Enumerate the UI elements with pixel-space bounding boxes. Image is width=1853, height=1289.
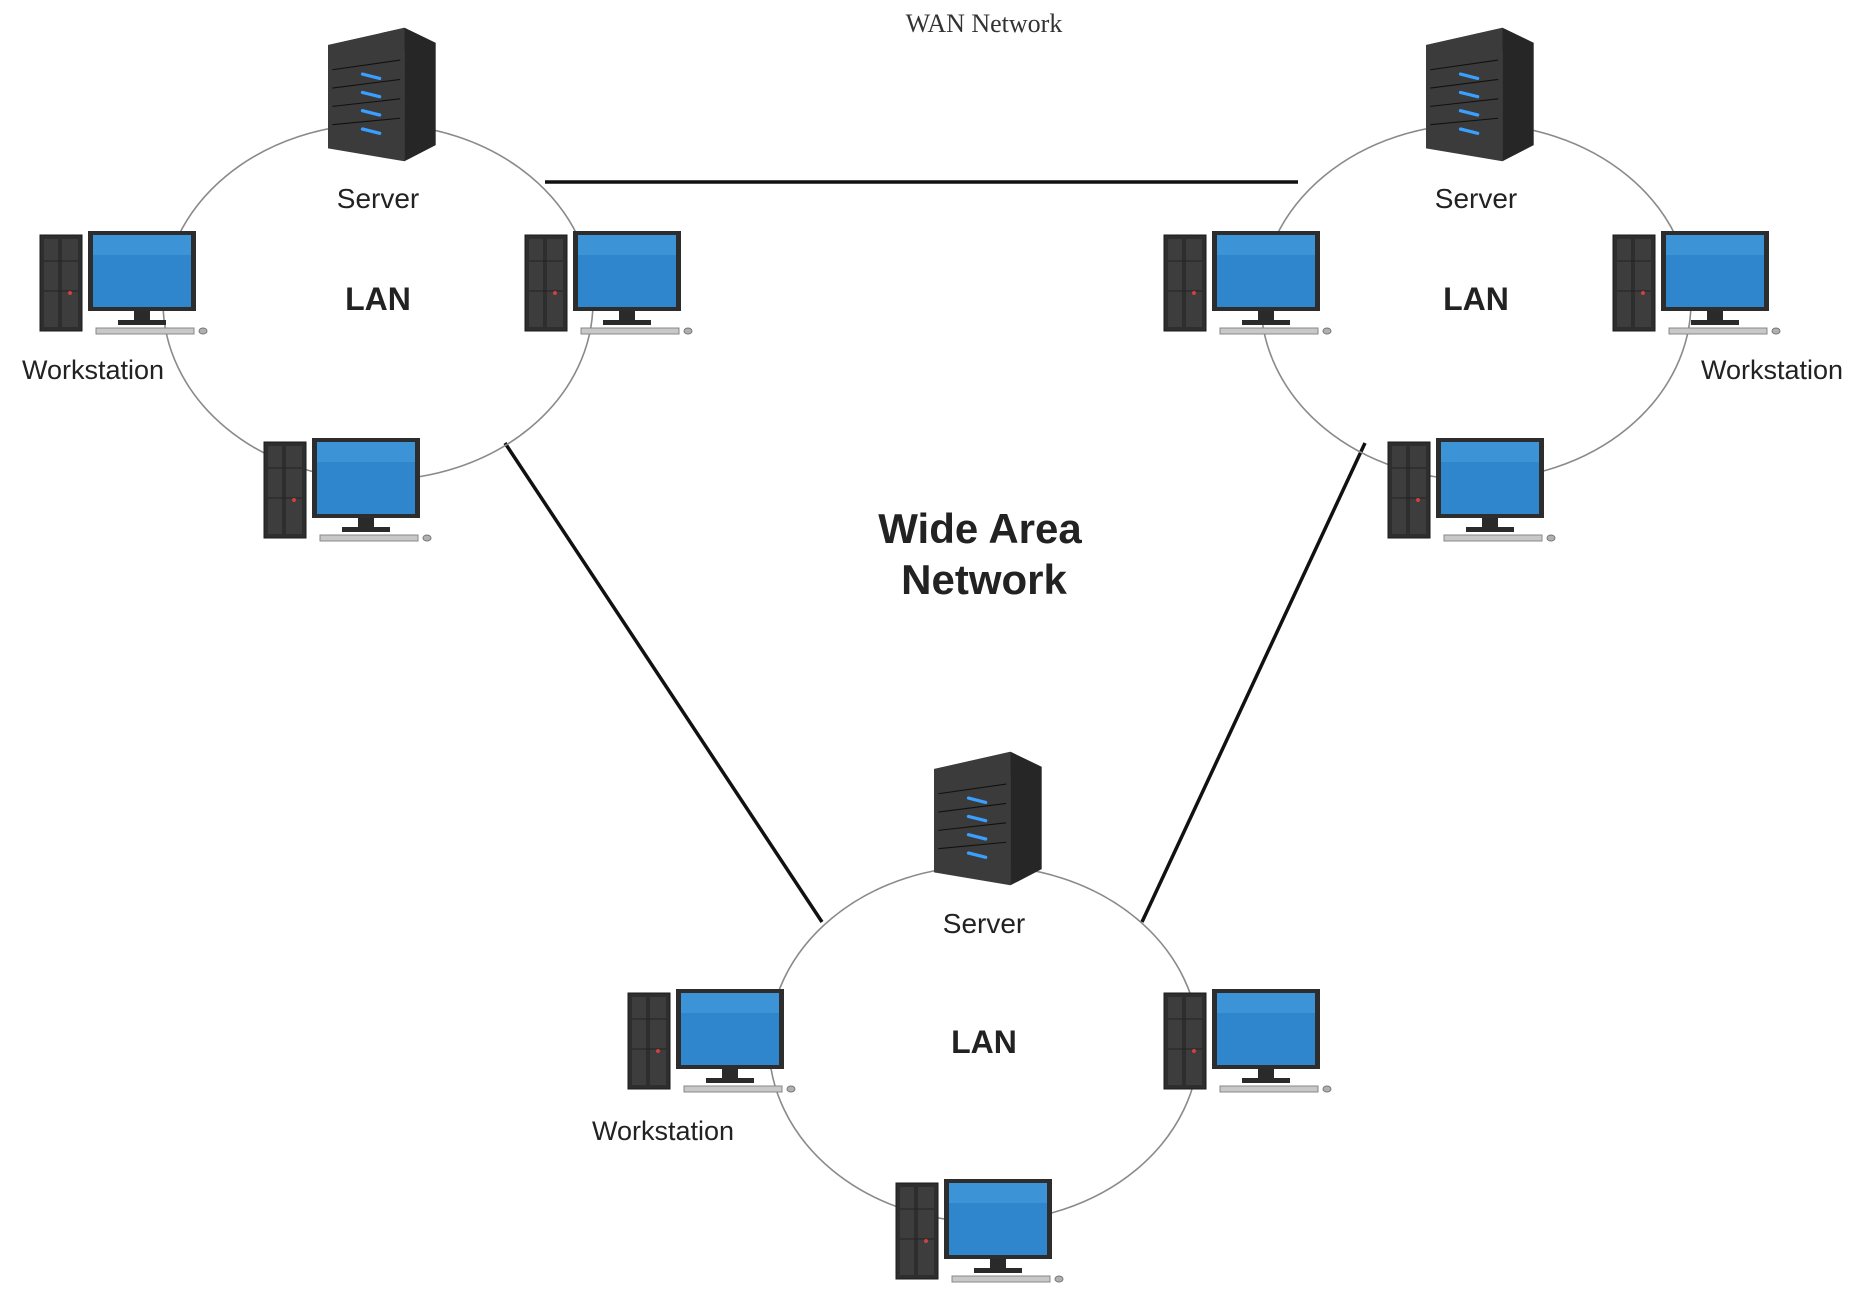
server-label: Server [1435,183,1517,214]
lan-label: LAN [1443,281,1509,317]
server-icon [326,26,438,163]
lan-group-top-left: Server LAN Workstation [22,26,693,542]
desktop-computer-icon [1163,988,1332,1093]
lan-label: LAN [345,281,411,317]
lan-group-bottom: Server LAN Workstation [592,750,1332,1283]
desktop-computer-icon [1163,230,1332,335]
wan-center-label-line2: Network [901,556,1067,603]
wan-link-right [1140,442,1367,923]
desktop-computer-icon [1612,230,1781,335]
server-icon [932,750,1044,887]
desktop-computer-icon [627,988,796,1093]
wan-center-label-line1: Wide Area [878,505,1082,552]
server-label: Server [337,183,419,214]
wan-links [503,180,1367,923]
desktop-computer-icon [263,437,432,542]
diagram-title: WAN Network [906,9,1063,38]
server-label: Server [943,908,1025,939]
wan-link-left [503,442,824,923]
desktop-computer-icon [39,230,208,335]
workstation-label: Workstation [22,355,164,385]
desktop-computer-icon [524,230,693,335]
desktop-computer-icon [895,1178,1064,1283]
workstation-label: Workstation [592,1116,734,1146]
lan-group-top-right: Server LAN Workstation [1163,26,1843,542]
lan-label: LAN [951,1024,1017,1060]
desktop-computer-icon [1387,437,1556,542]
workstation-label: Workstation [1701,355,1843,385]
server-icon [1424,26,1536,163]
